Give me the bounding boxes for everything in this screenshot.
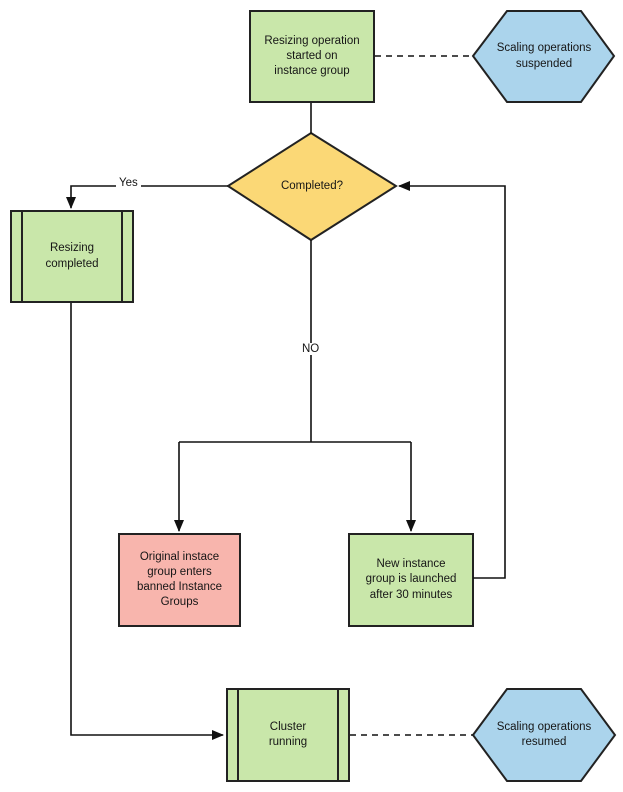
predefined-process-bar	[237, 690, 239, 780]
edge-yes-to-resizing-completed	[66, 185, 228, 209]
node-scaling-resumed-hexagon	[471, 688, 617, 782]
edge-new-group-back-to-decision	[398, 181, 506, 579]
predefined-process-bar	[21, 212, 23, 301]
edge-label-yes: Yes	[116, 177, 141, 189]
node-completed-decision-diamond	[226, 131, 398, 242]
node-resizing-completed-box	[10, 210, 134, 303]
node-new-instance-group-box	[348, 533, 474, 627]
predefined-process-bar	[337, 690, 339, 780]
node-scaling-suspended-hexagon	[471, 10, 616, 103]
edge-resizing-completed-to-cluster	[70, 303, 224, 740]
predefined-process-bar	[121, 212, 123, 301]
node-resizing-started-box	[249, 10, 375, 103]
edge-label-no: NO	[299, 343, 323, 355]
node-banned-groups-box	[118, 533, 241, 627]
node-cluster-running-box	[226, 688, 350, 782]
